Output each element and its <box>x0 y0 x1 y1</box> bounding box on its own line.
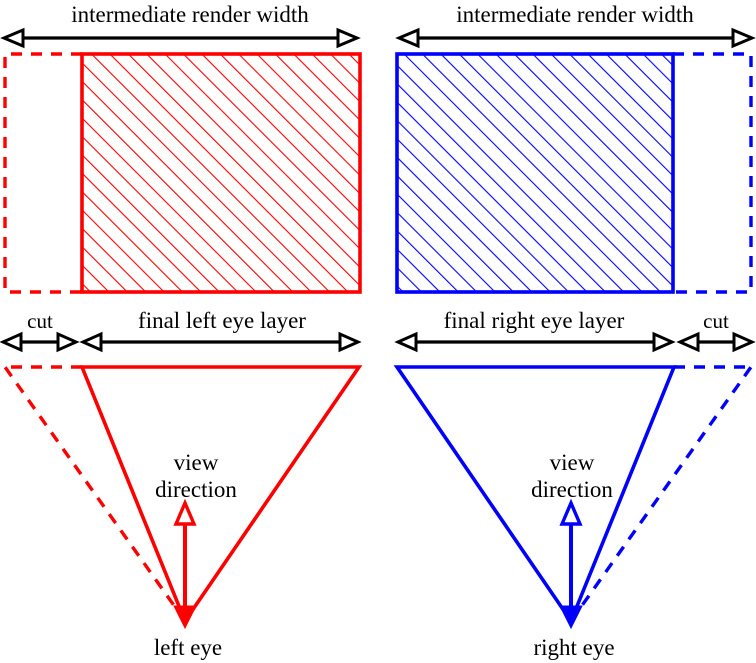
label-view-direction-right-line1: view <box>550 450 595 475</box>
arrowhead-right <box>56 331 80 353</box>
label-final-left-eye-layer: final left eye layer <box>138 308 306 333</box>
right-render-width-arrow <box>395 27 756 49</box>
label-cut-right: cut <box>703 309 729 333</box>
left-cut-arrow <box>0 331 80 353</box>
arrowhead-right <box>336 27 361 49</box>
label-intermediate-render-width-left: intermediate render width <box>71 2 309 27</box>
label-final-right-eye-layer: final right eye layer <box>444 308 625 333</box>
right-view-direction-arrow <box>559 498 583 621</box>
right-cut-arrow <box>676 331 756 353</box>
right-final-layer-arrow <box>394 331 676 353</box>
left-view-direction-arrow <box>173 498 197 621</box>
label-view-direction-left-line2: direction <box>155 477 237 502</box>
left-frustum-solid <box>79 365 363 625</box>
arrowhead-right <box>731 27 756 49</box>
label-right-eye: right eye <box>533 635 614 660</box>
right-kept-region-hatched <box>395 52 675 294</box>
arrowhead-left <box>79 331 103 353</box>
label-view-direction-right-line2: direction <box>531 477 613 502</box>
arrowhead-left <box>676 331 700 353</box>
arrowhead-right <box>732 331 756 353</box>
arrowhead-up <box>559 498 583 526</box>
arrowhead-right <box>652 331 676 353</box>
left-render-width-arrow <box>0 27 361 49</box>
label-intermediate-render-width-right: intermediate render width <box>456 2 694 27</box>
left-render-region <box>3 52 362 294</box>
arrowhead-left <box>0 331 23 353</box>
arrowhead-left <box>395 27 420 49</box>
arrowhead-left <box>0 27 25 49</box>
label-cut-left: cut <box>27 309 53 333</box>
arrowhead-up <box>173 498 197 526</box>
label-view-direction-left-line1: view <box>174 450 219 475</box>
arrowhead-right <box>338 331 362 353</box>
right-cut-region-dashed <box>673 52 753 294</box>
left-kept-region-hatched <box>80 52 362 294</box>
left-final-layer-arrow <box>79 331 362 353</box>
right-render-region <box>395 52 753 294</box>
right-frustum-solid <box>393 365 677 625</box>
left-cut-region-dashed <box>3 52 82 294</box>
label-left-eye: left eye <box>154 635 222 660</box>
arrowhead-left <box>394 331 418 353</box>
